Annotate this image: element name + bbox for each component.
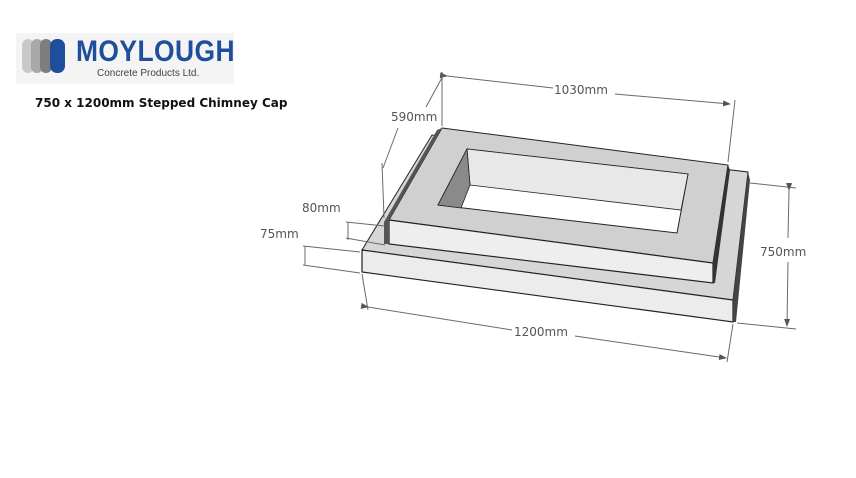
logo-brand-text: MOYLOUGH xyxy=(76,35,235,68)
dim-upper-height: 80mm xyxy=(301,201,342,215)
logo-mark-icon xyxy=(22,39,65,73)
dimension-lines xyxy=(302,72,797,363)
company-logo: MOYLOUGH Concrete Products Ltd. xyxy=(16,33,235,84)
dim-top-depth: 590mm xyxy=(390,110,439,124)
dim-base-depth: 750mm xyxy=(759,245,808,259)
dim-top-length: 1030mm xyxy=(553,83,609,97)
dim-base-length: 1200mm xyxy=(513,325,569,339)
dim-lower-height: 75mm xyxy=(259,227,300,241)
logo-subtitle: Concrete Products Ltd. xyxy=(97,68,200,79)
inner-opening xyxy=(437,147,689,234)
product-title: 750 x 1200mm Stepped Chimney Cap xyxy=(35,96,288,110)
